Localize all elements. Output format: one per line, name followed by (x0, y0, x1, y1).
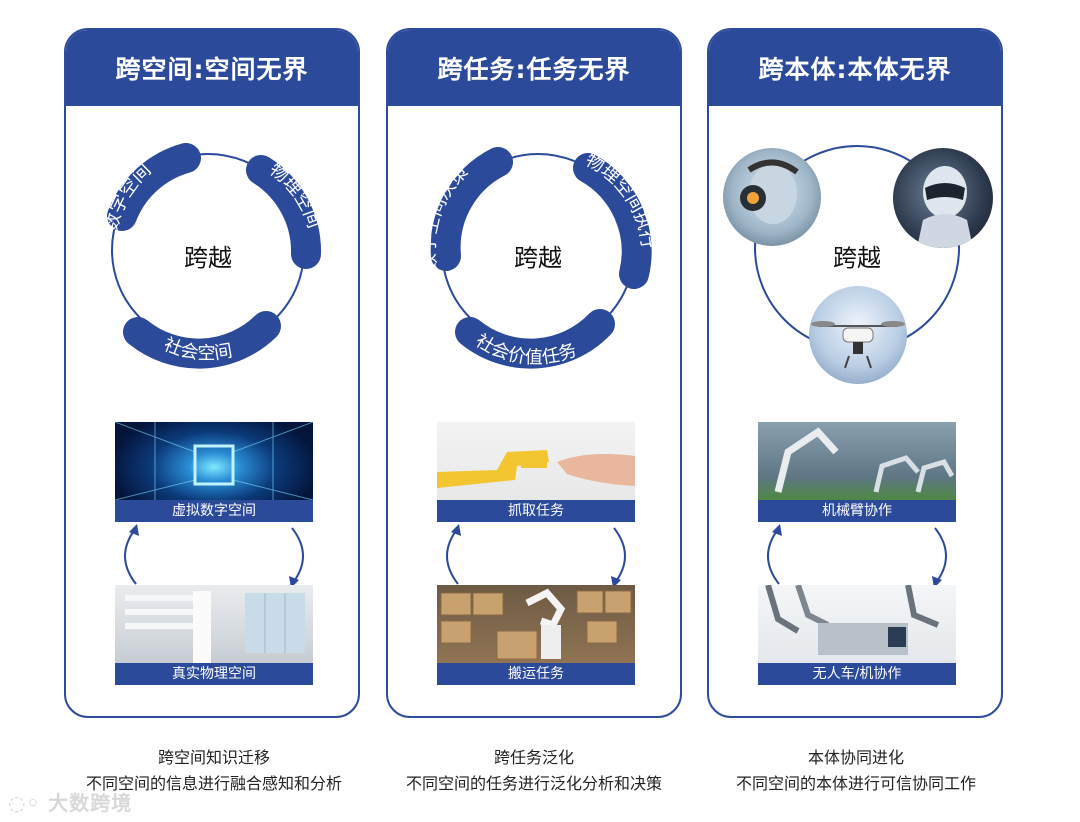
drone-icon (811, 321, 905, 369)
watermark-text: 大数跨境 (48, 791, 133, 815)
top-caption: 抓取任务 (437, 500, 635, 522)
watermark-logo: ◌◦ 大数跨境 (8, 787, 132, 816)
center-label: 跨越 (833, 244, 881, 272)
loop-arrows (767, 524, 947, 588)
bottom-caption: 搬运任务 (437, 663, 635, 685)
drone-avatar (809, 286, 907, 384)
robot-arm-collaboration-image: 机械臂协作 (758, 422, 956, 522)
bottom-caption: 无人车/机协作 (758, 663, 956, 685)
task-cycle-diagram: 数字空间决策 物理空间执行 社会价值任务 (419, 147, 658, 369)
center-label: 跨越 (514, 244, 562, 272)
robot-vehicle-icon (765, 585, 940, 655)
footer-heading: 跨任务泛化 (493, 748, 574, 767)
footer-cross-space: 跨空间知识迁移 不同空间的信息进行融合感知和分析 (44, 745, 384, 797)
top-caption: 机械臂协作 (758, 500, 956, 522)
digital-cube-icon (115, 422, 313, 501)
architecture-icon (125, 591, 305, 663)
space-cycle-diagram: 数字空间 物理空间 社会空间 (101, 143, 324, 369)
footer-heading: 跨空间知识迁移 (157, 748, 270, 767)
robot-head-icon (740, 159, 799, 224)
warehouse-robot-icon (440, 588, 632, 660)
footer-cross-embodiment: 本体协同进化 不同空间的本体进行可信协同工作 (686, 745, 1026, 797)
footer-description: 不同空间的任务进行泛化分析和决策 (405, 774, 662, 793)
vehicle-drone-collaboration-image: 无人车/机协作 (758, 585, 956, 685)
footer-description: 不同空间的本体进行可信协同工作 (735, 774, 976, 793)
virtual-digital-space-image: 虚拟数字空间 (115, 422, 313, 522)
panel-cross-task: 跨任务:任务无界 数字空间决策 物理空间执行 社会价值任务 跨越 抓取任务 (386, 28, 682, 718)
transport-task-image: 搬运任务 (437, 585, 635, 685)
humanoid-avatar-1 (723, 148, 821, 246)
robot-helmet-icon (917, 166, 973, 248)
panel-title: 跨本体:本体无界 (709, 30, 1001, 106)
center-label: 跨越 (184, 244, 232, 272)
watermark-icon: ◌◦ (8, 791, 41, 815)
footer-heading: 本体协同进化 (807, 748, 904, 767)
loop-arrows (446, 524, 626, 588)
grasping-task-image: 抓取任务 (437, 422, 635, 522)
footer-cross-task: 跨任务泛化 不同空间的任务进行泛化分析和决策 (364, 745, 704, 797)
real-physical-space-image: 真实物理空间 (115, 585, 313, 685)
footer-description: 不同空间的信息进行融合感知和分析 (85, 774, 342, 793)
robot-hand-icon (437, 450, 635, 488)
loop-arrows (124, 524, 304, 588)
top-caption: 虚拟数字空间 (115, 500, 313, 522)
panel-title: 跨任务:任务无界 (388, 30, 680, 106)
panel-cross-space: 跨空间:空间无界 数字空间 物理空间 社会空间 跨越 虚拟数字空间 (64, 28, 360, 718)
bottom-caption: 真实物理空间 (115, 663, 313, 685)
robot-arm-icon (774, 427, 955, 493)
panel-title: 跨空间:空间无界 (66, 30, 358, 106)
panel-cross-embodiment: 跨本体:本体无界 跨越 (707, 28, 1003, 718)
humanoid-avatar-2 (893, 148, 993, 248)
